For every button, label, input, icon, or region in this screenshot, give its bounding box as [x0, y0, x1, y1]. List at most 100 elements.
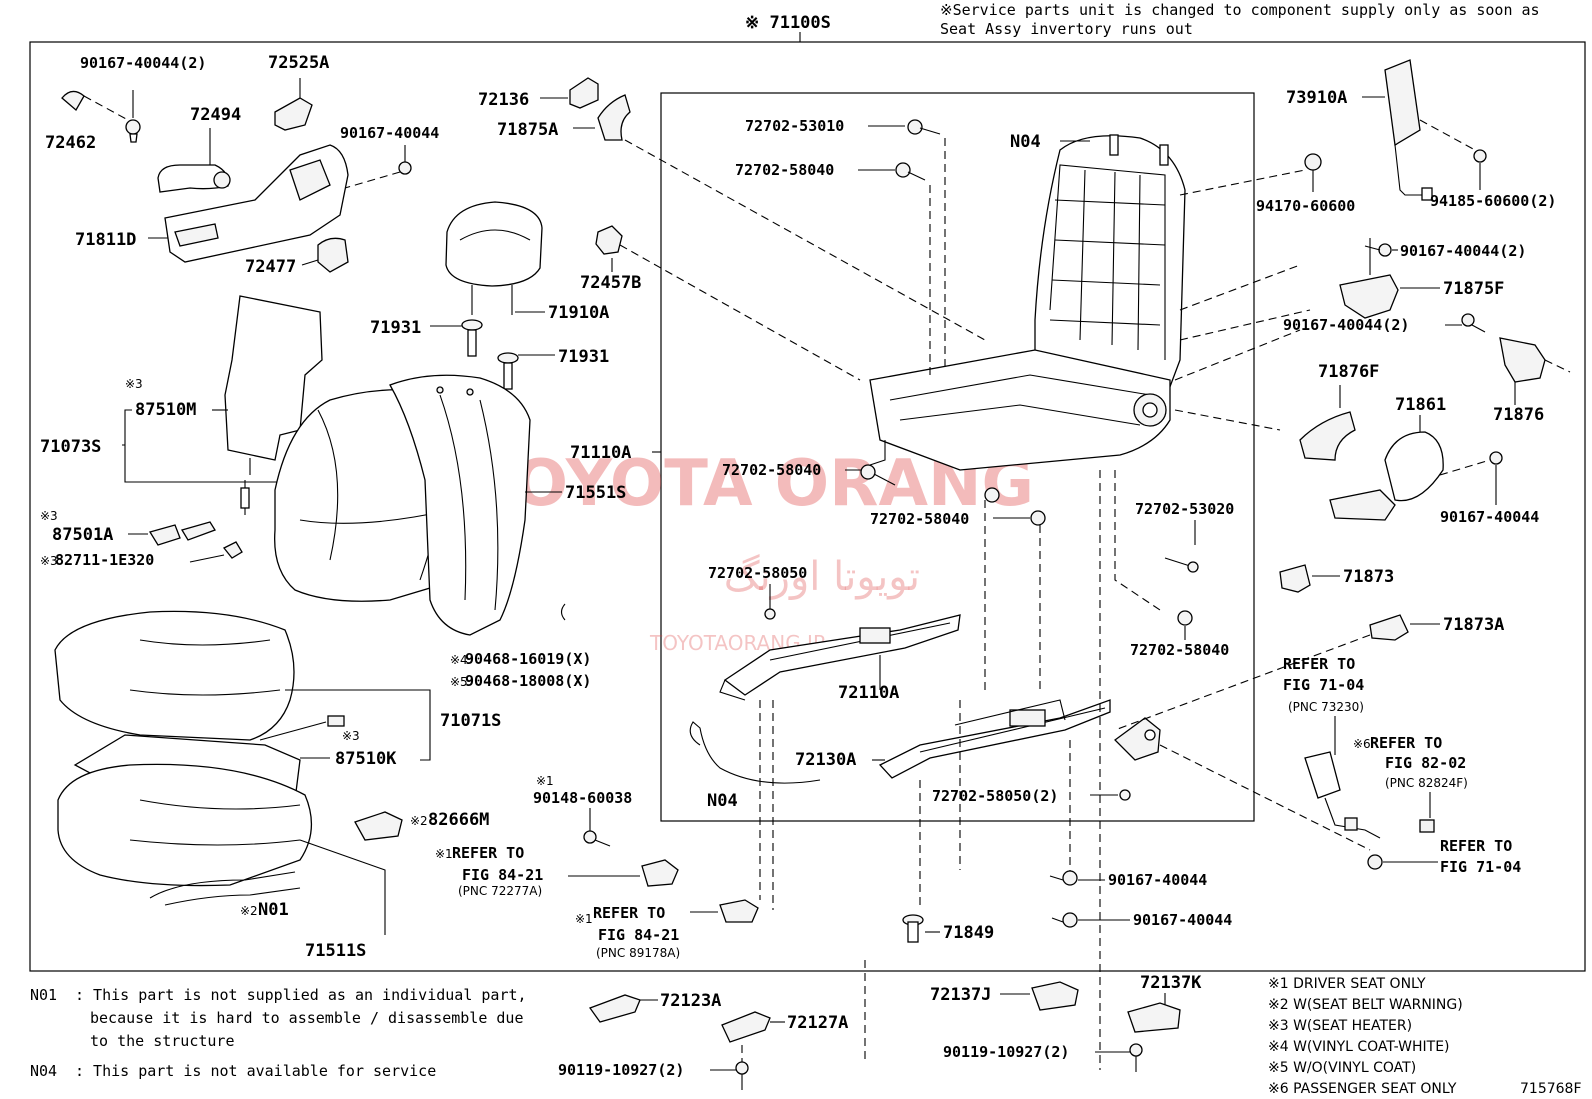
part-bolt-90119-b: [1129, 1043, 1143, 1072]
part-bolt-90167-40044-c: [1051, 912, 1078, 928]
label-71873: 71873: [1343, 567, 1394, 587]
part-72136-bracket: [569, 77, 599, 109]
part-bolt-72702-58050-a: [764, 608, 776, 620]
seat-assy-frame: [660, 92, 1255, 822]
label-71875F: 71875F: [1443, 279, 1504, 299]
label-71861: 71861: [1395, 395, 1446, 415]
mark-3-c: ※3: [40, 554, 58, 568]
label-90148-60038: 90148-60038: [533, 789, 632, 807]
watermark-arabic: تویوتا اورنگ: [724, 554, 920, 600]
part-N04-seat-frame: [869, 134, 1186, 471]
ref-1-line2: FIG 84-21: [462, 866, 543, 884]
label-87510M: 87510M: [135, 400, 196, 420]
label-71073S: 71073S: [40, 437, 101, 457]
label-71910A: 71910A: [548, 303, 609, 323]
label-90167-40044-2-r1: 90167-40044(2): [1400, 242, 1526, 260]
label-73910A: 73910A: [1286, 88, 1347, 108]
part-90468-hogring: [560, 603, 566, 621]
ref-5-line2: FIG 71-04: [1440, 858, 1521, 876]
mark-1-a: ※1: [536, 774, 554, 788]
part-82711-clip: [222, 541, 243, 559]
label-90167-40044-b: 90167-40044: [1108, 871, 1207, 889]
label-72702-58040-c: 72702-58040: [870, 510, 969, 528]
label-72702-58040-a: 72702-58040: [735, 161, 834, 179]
note-N01-code: N01: [30, 986, 57, 1004]
part-bolt-72702-58040-d: [1177, 610, 1193, 626]
footnote-1: ※1 DRIVER SEAT ONLY: [1268, 976, 1426, 992]
part-71873-bracket: [1279, 564, 1311, 593]
assembly-number: ※ 71100S: [745, 13, 831, 33]
label-72702-53010: 72702-53010: [745, 117, 844, 135]
mark-1-c: ※1: [575, 912, 593, 926]
label-71811D: 71811D: [75, 230, 136, 250]
part-nut-94170: [1304, 153, 1322, 171]
label-90167-40044-2-r2: 90167-40044(2): [1283, 316, 1409, 334]
label-90468-18008: 90468-18008(X): [465, 672, 591, 690]
label-90119-10927-2-b: 90119-10927(2): [943, 1043, 1069, 1061]
part-72123A-cover: [588, 994, 641, 1023]
part-72137J-cover: [1031, 981, 1079, 1011]
part-buckle: [1304, 751, 1435, 839]
label-87510K: 87510K: [335, 749, 397, 769]
part-bolt-72702-58040-a: [895, 162, 926, 181]
label-71931-b: 71931: [558, 347, 609, 367]
part-bolt-90167-r2: [1461, 313, 1486, 333]
part-bolt-72702-58050-2: [1119, 789, 1131, 801]
label-71876: 71876: [1493, 405, 1544, 425]
part-87510M-heater: [224, 295, 323, 475]
part-bolt-90148: [583, 830, 611, 847]
mark-2-a: ※2: [410, 814, 428, 828]
part-bolt-90167-40044-b: [1049, 870, 1078, 886]
part-nut-buckle: [1367, 854, 1383, 870]
ref-4-pnc: (PNC 82824F): [1385, 776, 1468, 790]
part-72525A-clip: [274, 78, 313, 131]
label-72110A: 72110A: [838, 683, 899, 703]
label-N01: N01: [258, 900, 289, 920]
part-89178A-sensor: [719, 899, 759, 923]
mark-5: ※5: [450, 675, 468, 689]
label-72136: 72136: [478, 90, 529, 110]
part-bolt-90167-r1: [1364, 243, 1392, 257]
part-bolt-tl: [125, 119, 141, 143]
ref-3-line1: REFER TO: [1283, 655, 1355, 673]
label-72123A: 72123A: [660, 991, 721, 1011]
ref-3-line2: FIG 71-04: [1283, 676, 1364, 694]
ref-2-pnc: (PNC 89178A): [596, 946, 680, 960]
label-72127A: 72127A: [787, 1013, 848, 1033]
part-71849-pin: [902, 914, 924, 943]
label-90167-40044-r: 90167-40044: [1440, 508, 1539, 526]
label-90468-16019: 90468-16019(X): [465, 650, 591, 668]
part-71876F-cover: [1299, 411, 1356, 461]
note-N04-code: N04: [30, 1062, 57, 1080]
label-71849: 71849: [943, 923, 994, 943]
footnotes: ※1 DRIVER SEAT ONLY ※2 W(SEAT BELT WARNI…: [1268, 976, 1463, 1097]
footnote-2: ※2 W(SEAT BELT WARNING): [1268, 997, 1463, 1013]
label-71875A: 71875A: [497, 120, 558, 140]
label-71071S: 71071S: [440, 711, 501, 731]
part-87501A-connector: [148, 480, 250, 546]
note-N01-line2: because it is hard to assemble / disasse…: [90, 1009, 523, 1027]
label-71876F: 71876F: [1318, 362, 1379, 382]
part-bolt-90167-r: [1489, 451, 1503, 465]
label-90119-10927-2-a: 90119-10927(2): [558, 1061, 684, 1079]
part-71910A-headrest: [445, 201, 543, 315]
part-73910A-airbag: [1384, 59, 1433, 201]
label-71931-a: 71931: [370, 318, 421, 338]
label-72462: 72462: [45, 133, 96, 153]
part-72110A-seat-track: [719, 614, 961, 701]
footnote-3: ※3 W(SEAT HEATER): [1268, 1018, 1412, 1034]
label-90167-40044-2-tl: 90167-40044(2): [80, 54, 206, 72]
part-nut-94185: [1473, 149, 1487, 163]
ref-2-line2: FIG 84-21: [598, 926, 679, 944]
label-72137J: 72137J: [930, 985, 991, 1005]
part-72127A-cover: [721, 1011, 771, 1043]
mark-1-b: ※1: [435, 847, 453, 861]
part-82666M-sensor: [354, 811, 403, 841]
ref-3-pnc: (PNC 73230): [1288, 700, 1364, 714]
note-N01-line3: to the structure: [90, 1032, 235, 1050]
part-71511S-cushion-pad: [57, 763, 313, 887]
label-72702-53020: 72702-53020: [1135, 500, 1234, 518]
ref-1-pnc: (PNC 72277A): [458, 884, 542, 898]
ref-4-line1: REFER TO: [1370, 734, 1442, 752]
part-bolt-72702-58040-b: [860, 464, 896, 486]
